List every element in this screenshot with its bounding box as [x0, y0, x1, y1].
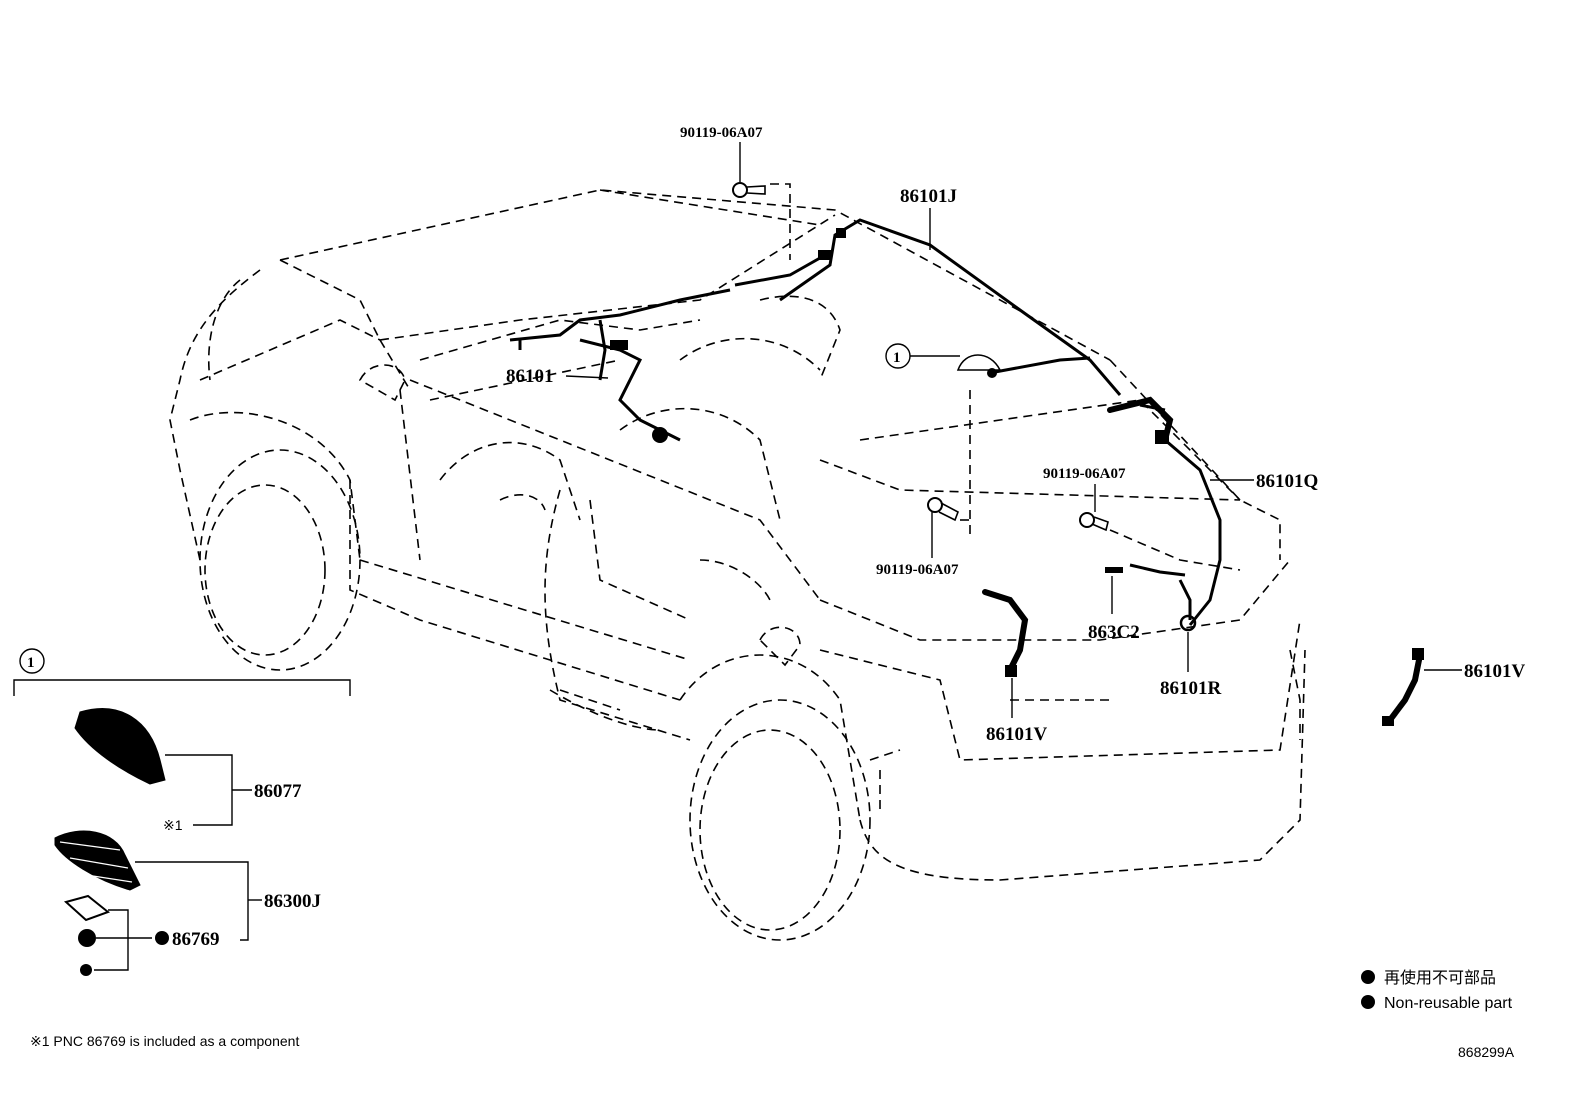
figure-id: 868299A [1458, 1044, 1515, 1060]
callout-bolt-mid: 90119-06A07 [1043, 466, 1126, 482]
antenna-cover-icon [74, 708, 166, 785]
roof-antenna [956, 354, 1091, 535]
footnote: ※1 PNC 86769 is included as a component [30, 1033, 299, 1049]
part-86077: 86077 [254, 781, 302, 802]
gasket-icon [63, 894, 111, 922]
main-harness-86101 [509, 288, 731, 443]
wire-86101V-right [1382, 648, 1424, 726]
screw-icon [80, 964, 92, 976]
bolt-icon-lower [927, 497, 970, 522]
antenna-body-icon [54, 830, 141, 891]
assembly-ref: 1 [27, 655, 35, 671]
non-reusable-mark-icon [155, 931, 169, 945]
callout-86101V-center: 86101V [986, 724, 1048, 745]
callout-86101R: 86101R [1160, 678, 1222, 699]
filled-circle-icon [1361, 970, 1375, 984]
circled-number-icon [19, 648, 45, 674]
callout-86101: 86101 [506, 366, 554, 387]
wire-86101V-center [982, 589, 1029, 677]
roof-harness-86101J [734, 218, 1122, 396]
legend-en: Non-reusable part [1384, 995, 1513, 1012]
legend: 再使用不可部品 Non-reusable part [1361, 969, 1513, 1012]
note-mark: ※1 [163, 817, 183, 833]
part-86300J: 86300J [264, 891, 321, 912]
callout-86101J: 86101J [900, 186, 957, 207]
callout-bolt-lower: 90119-06A07 [876, 562, 959, 578]
callout-86101Q: 86101Q [1256, 471, 1318, 492]
nut-icon [78, 929, 96, 947]
callout-863C2: 863C2 [1088, 622, 1140, 643]
filled-circle-icon [1361, 995, 1375, 1009]
callout-bolt-top: 90119-06A07 [680, 125, 763, 141]
connector-863C2 [1105, 567, 1123, 573]
legend-jp: 再使用不可部品 [1384, 969, 1496, 987]
bolt-icon-mid [1079, 512, 1241, 571]
assembly-group: 1 86077 ※1 86300J 86769 [13, 648, 351, 976]
wire-86101R [1129, 563, 1197, 632]
rear-harness-86101Q [1107, 396, 1222, 626]
bolt-icon-top [732, 182, 791, 260]
part-86769: 86769 [172, 929, 220, 950]
callout-ref-1: 1 [893, 350, 901, 366]
callout-86101V-right: 86101V [1464, 661, 1526, 682]
